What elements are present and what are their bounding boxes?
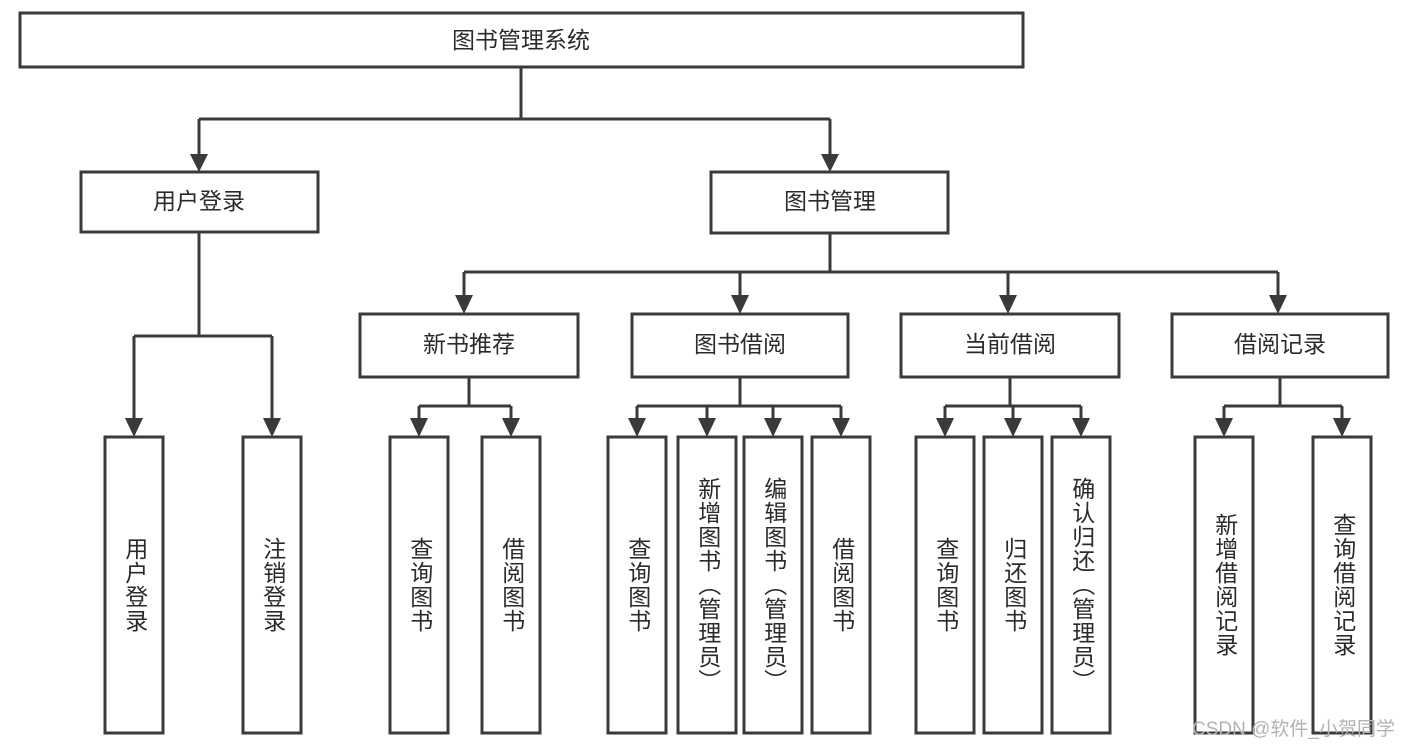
node-root-system[interactable] — [18, 11, 1025, 69]
arrow-head-icon — [1004, 418, 1022, 437]
arrow-head-icon — [263, 418, 281, 437]
leaf-text: 编辑图书（管理员） — [760, 477, 787, 693]
arrow-head-icon — [731, 295, 749, 314]
label-user-login: 用户登录 — [153, 188, 245, 214]
leaf-label-current-borrow-1: 归还图书 — [984, 437, 1042, 733]
leaf-text: 借阅图书 — [498, 537, 525, 633]
arrow-head-icon — [410, 418, 428, 437]
arrow-head-icon — [1072, 418, 1090, 437]
node-leaf-user-login-1[interactable] — [241, 435, 303, 735]
node-book-manage[interactable] — [709, 170, 950, 235]
label-book-borrow: 图书借阅 — [694, 331, 786, 357]
leaf-text: 新增借阅记录 — [1211, 513, 1238, 657]
leaf-label-new-book-0: 查询图书 — [390, 437, 448, 733]
leaf-label-current-borrow-2: 确认归还（管理员） — [1052, 443, 1110, 727]
leaf-label-book-borrow-1: 新增图书（管理员） — [678, 443, 736, 727]
node-leaf-user-login-0[interactable] — [103, 435, 165, 735]
node-user-login[interactable] — [79, 170, 320, 234]
arrow-head-icon — [1215, 418, 1233, 437]
arrow-head-icon — [628, 418, 646, 437]
node-leaf-current-borrow-2[interactable] — [1050, 435, 1112, 735]
leaf-label-user-login-0: 用户登录 — [105, 437, 163, 733]
arrow-head-icon — [999, 295, 1017, 314]
node-leaf-book-borrow-1[interactable] — [676, 435, 738, 735]
leaf-label-current-borrow-0: 查询图书 — [916, 437, 974, 733]
label-borrow-record: 借阅记录 — [1234, 331, 1326, 357]
leaf-text: 用户登录 — [121, 537, 148, 633]
node-leaf-book-borrow-3[interactable] — [810, 435, 872, 735]
node-box-group — [18, 11, 1390, 735]
label-book-manage: 图书管理 — [784, 188, 876, 214]
node-new-book-recommend[interactable] — [358, 312, 580, 379]
leaf-label-new-book-1: 借阅图书 — [482, 437, 540, 733]
leaf-label-book-borrow-3: 借阅图书 — [812, 437, 870, 733]
leaf-text: 查询图书 — [406, 537, 433, 633]
arrow-head-icon — [502, 418, 520, 437]
node-leaf-borrow-record-0[interactable] — [1193, 435, 1255, 735]
node-leaf-current-borrow-1[interactable] — [982, 435, 1044, 735]
arrow-head-icon — [1269, 295, 1287, 314]
leaf-text: 确认归还（管理员） — [1068, 477, 1095, 693]
node-leaf-book-borrow-2[interactable] — [742, 435, 804, 735]
leaf-label-book-borrow-2: 编辑图书（管理员） — [744, 443, 802, 727]
arrow-head-icon — [190, 154, 208, 172]
leaf-text: 注销登录 — [259, 537, 286, 633]
connector-group — [125, 67, 1351, 437]
leaf-text: 归还图书 — [1000, 537, 1027, 633]
label-new-book-recommend: 新书推荐 — [423, 331, 515, 357]
label-root-system: 图书管理系统 — [452, 27, 590, 53]
node-leaf-current-borrow-0[interactable] — [914, 435, 976, 735]
arrow-head-icon — [125, 418, 143, 437]
leaf-text: 借阅图书 — [828, 537, 855, 633]
arrow-head-icon — [936, 418, 954, 437]
node-borrow-record[interactable] — [1170, 312, 1390, 379]
watermark-text: CSDN @软件_小贺同学 — [1192, 719, 1395, 740]
node-leaf-book-borrow-0[interactable] — [606, 435, 668, 735]
leaf-label-user-login-1: 注销登录 — [243, 437, 301, 733]
leaf-text: 查询图书 — [624, 537, 651, 633]
leaf-text: 查询图书 — [932, 537, 959, 633]
arrow-head-icon — [455, 295, 473, 314]
leaf-label-borrow-record-1: 查询借阅记录 — [1313, 437, 1371, 733]
leaf-label-borrow-record-0: 新增借阅记录 — [1195, 437, 1253, 733]
node-book-borrow[interactable] — [630, 312, 850, 379]
leaf-label-book-borrow-0: 查询图书 — [608, 437, 666, 733]
leaf-text: 查询借阅记录 — [1329, 513, 1356, 657]
arrow-head-icon — [1333, 418, 1351, 437]
arrow-head-icon — [698, 418, 716, 437]
label-current-borrow: 当前借阅 — [964, 331, 1056, 357]
arrow-head-icon — [832, 418, 850, 437]
node-leaf-new-book-1[interactable] — [480, 435, 542, 735]
node-leaf-new-book-0[interactable] — [388, 435, 450, 735]
node-leaf-borrow-record-1[interactable] — [1311, 435, 1373, 735]
leaf-text: 新增图书（管理员） — [694, 477, 721, 693]
arrow-head-icon — [821, 154, 839, 172]
node-label-group: 图书管理系统 用户登录 图书管理 新书推荐 图书借阅 当前借阅 借阅记录 — [153, 27, 1326, 357]
node-current-borrow[interactable] — [899, 312, 1121, 379]
arrow-head-icon — [764, 418, 782, 437]
